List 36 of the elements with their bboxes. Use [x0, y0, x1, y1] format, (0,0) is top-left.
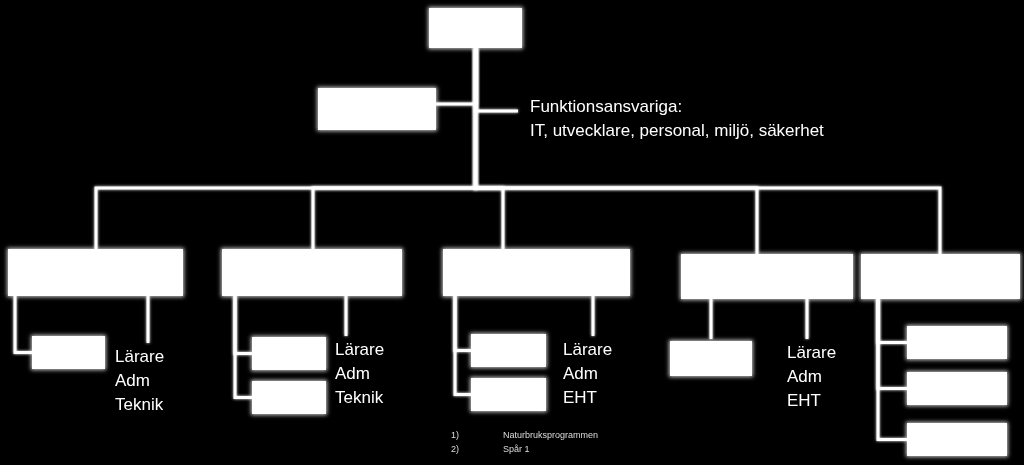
org-box [32, 336, 105, 369]
role-list: Lärare Adm Teknik [115, 345, 179, 417]
org-box [222, 249, 402, 296]
org-box [907, 326, 1007, 359]
org-box [861, 254, 1020, 299]
org-box [907, 372, 1007, 405]
org-box [443, 249, 630, 296]
org-box [252, 381, 326, 414]
org-box [670, 341, 752, 376]
footnote-number: 1) [451, 430, 459, 441]
group-heading: Funktionsansvariga: [530, 96, 684, 118]
role-list: IT, utvecklare, personal, miljö, säkerhet [530, 119, 890, 143]
connector-line [344, 296, 348, 336]
org-box [907, 423, 1007, 456]
connector-line [13, 296, 32, 354]
connector-line [709, 299, 713, 339]
org-box [471, 378, 546, 411]
org-box [318, 88, 436, 130]
role-list: Lärare Adm EHT [787, 341, 851, 413]
footnote-number: 2) [451, 444, 459, 455]
role-list: Lärare Adm EHT [563, 338, 627, 410]
org-box [681, 254, 853, 299]
connector-line [876, 299, 907, 441]
connector-line [805, 299, 809, 339]
footnote-text: Naturbruksprogrammen [503, 430, 599, 441]
connector-line [146, 296, 150, 343]
org-box [8, 249, 183, 296]
connector-line [591, 296, 595, 336]
footnote-text: Spår 1 [503, 444, 530, 455]
connector-line [233, 296, 252, 399]
org-box [429, 8, 522, 48]
role-list: Lärare Adm Teknik [335, 338, 399, 410]
connector-line [453, 296, 471, 396]
org-box [252, 337, 326, 370]
org-box [471, 334, 546, 367]
connector-line [474, 48, 518, 113]
